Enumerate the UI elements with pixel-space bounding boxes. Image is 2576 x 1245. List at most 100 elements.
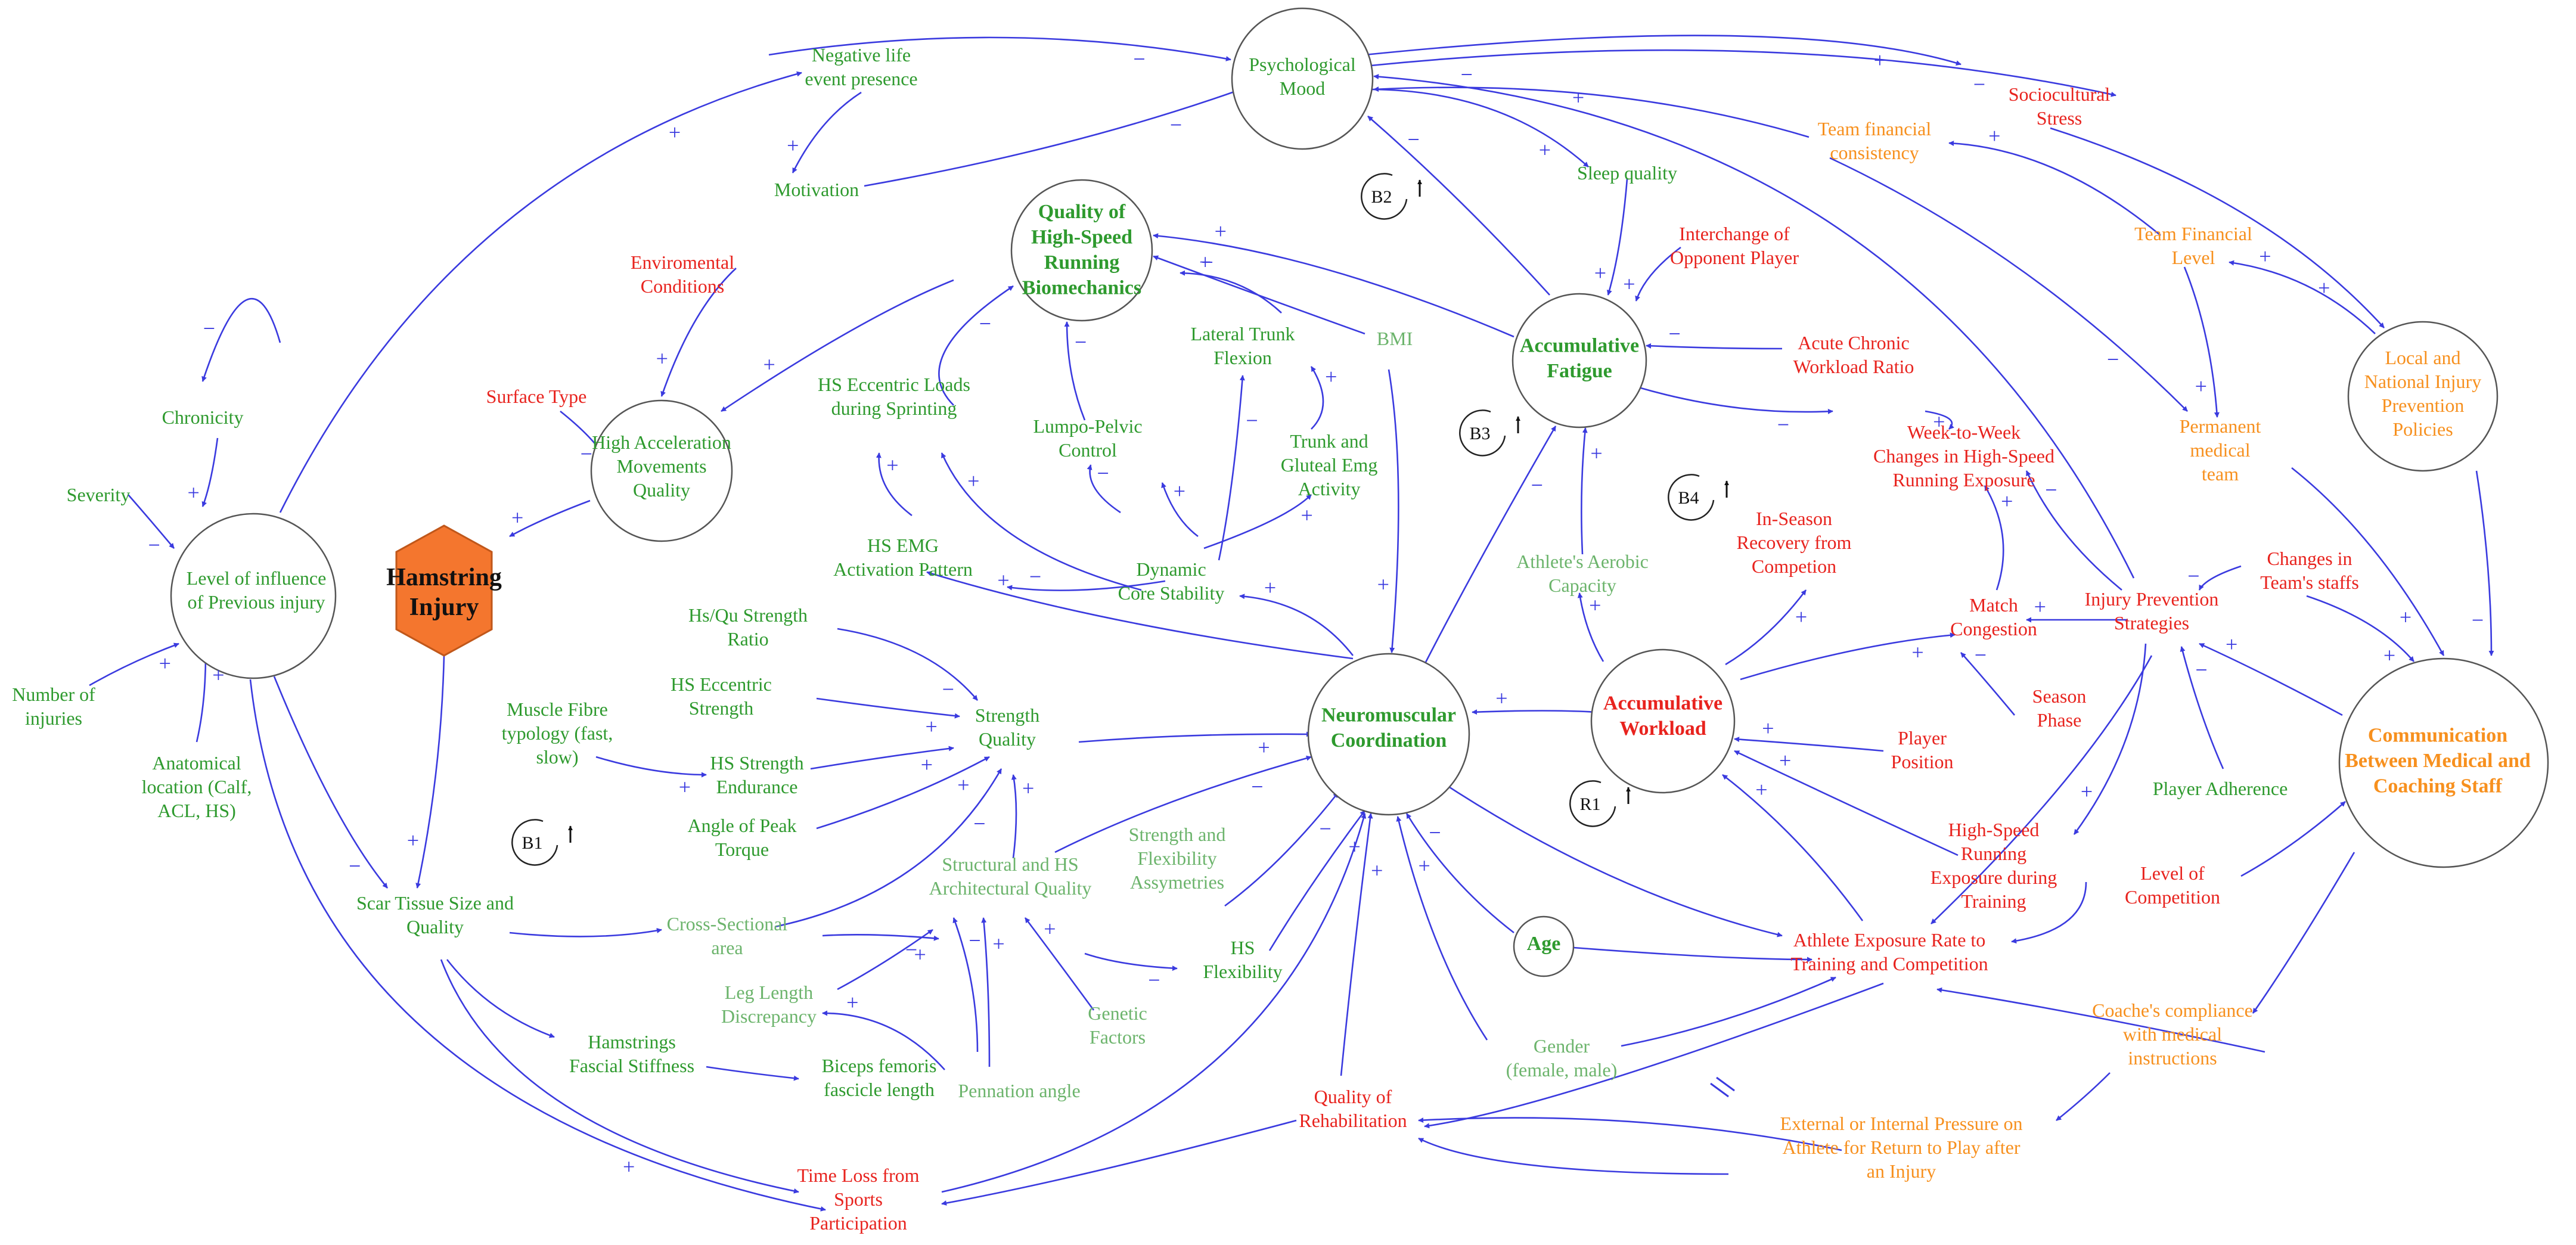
polarity-sign: −	[1133, 47, 1145, 71]
causal-link	[1581, 427, 1588, 555]
loop-b3-arc	[1459, 409, 1506, 457]
causal-link	[952, 917, 979, 1052]
coach-label: with medical	[2123, 1023, 2222, 1045]
socio-label: Stress	[2037, 107, 2082, 129]
polarity-sign: +	[921, 753, 933, 777]
psych-label: Mood	[1280, 77, 1325, 99]
polarity-sign: +	[2195, 374, 2207, 398]
quality-label: High-Speed	[1031, 226, 1132, 249]
levelcomp-label: Competition	[2125, 886, 2220, 908]
polarity-sign: +	[679, 775, 691, 799]
polarity-sign: +	[1594, 261, 1606, 285]
hsemg-label: Activation Pattern	[833, 558, 973, 580]
causal-link	[768, 36, 1231, 61]
workload-node-circle	[1590, 648, 1736, 794]
polarity-sign: +	[188, 480, 200, 504]
polarity-sign: +	[1762, 716, 1774, 740]
loop-b4-label: B4	[1678, 488, 1699, 508]
numinj-label: injuries	[25, 707, 82, 729]
structural-label: Structural and HS	[942, 853, 1078, 875]
causal-link	[1011, 774, 1017, 859]
level-label: Level of influence	[187, 567, 327, 589]
interchange-label: Interchange of	[1679, 223, 1790, 244]
causal-link	[1310, 366, 1324, 430]
polarity-sign: +	[159, 651, 171, 675]
polarity-sign: +	[1495, 686, 1507, 710]
causal-link	[440, 959, 799, 1194]
polarity-sign: +	[2259, 244, 2271, 268]
local-label: Prevention	[2382, 395, 2465, 416]
polarity-sign: +	[1258, 735, 1270, 759]
causal-link	[279, 71, 802, 513]
causal-link	[1948, 140, 2161, 237]
dynamic-label: Dynamic	[1136, 558, 1206, 580]
fatigue-label: Fatigue	[1547, 360, 1612, 382]
anat-label: ACL, HS)	[157, 800, 236, 821]
polarity-sign: −	[2195, 658, 2207, 682]
loop-b2-label: B2	[1371, 187, 1392, 207]
surface-label: Surface Type	[486, 386, 587, 407]
local-label: Local and	[2385, 347, 2460, 368]
highacc-node-circle	[590, 399, 733, 542]
causal-link	[822, 1010, 945, 1070]
coach-label: Coache's compliance	[2092, 999, 2253, 1021]
angle-label: Torque	[715, 839, 769, 860]
hsend-label: HS Strength	[710, 752, 803, 774]
fascial-label: Fascial Stiffness	[569, 1055, 694, 1076]
polarity-sign: +	[1539, 138, 1551, 162]
polarity-sign: +	[1779, 749, 1791, 772]
hsflex-label: Flexibility	[1203, 961, 1282, 982]
causal-link	[2183, 266, 2220, 418]
polarity-sign: +	[2383, 644, 2395, 667]
polarity-sign: +	[1215, 219, 1227, 243]
polarity-sign: +	[764, 352, 775, 376]
causal-link	[2056, 1072, 2111, 1122]
hsqu-label: Ratio	[727, 628, 768, 650]
dynamic-label: Core Stability	[1118, 582, 1225, 604]
chronicity-label: Chronicity	[162, 406, 244, 428]
causal-link	[810, 746, 954, 770]
causal-link	[1984, 485, 2004, 591]
highacc-label: Movements	[616, 455, 706, 477]
link-polarities: +−+−++−−++−+++−++−+−+−+−++−++−+−++−+−++−…	[148, 47, 2484, 1178]
causal-link	[1577, 592, 1604, 662]
polarity-sign: +	[914, 942, 926, 966]
polarity-sign: +	[2226, 632, 2237, 656]
biceps-label: Biceps femoris	[822, 1055, 937, 1076]
polarity-sign: −	[1975, 643, 1987, 667]
causal-link	[1472, 709, 1598, 715]
fascial-label: Hamstrings	[588, 1031, 676, 1052]
socio-label: Sociocultural	[2009, 83, 2111, 105]
polarity-sign: +	[1301, 503, 1312, 527]
causal-link	[1405, 813, 1514, 934]
polarity-sign: −	[2045, 478, 2057, 502]
workload-label: Workload	[1619, 718, 1706, 740]
levelcomp-label: Level of	[2140, 862, 2205, 884]
loop-b4-arc	[1668, 474, 1715, 521]
causal-link	[2050, 127, 2385, 328]
polarity-sign: −	[1251, 775, 1263, 799]
quality-label: Quality of	[1038, 201, 1126, 223]
causal-link	[249, 679, 826, 1212]
polarity-sign: +	[846, 991, 858, 1014]
inseason-label: Competion	[1752, 555, 1836, 577]
delay-mark	[1716, 1076, 1735, 1092]
causal-link	[660, 268, 737, 397]
weekly-label: Week-to-Week	[1907, 421, 2021, 443]
polarity-sign: +	[1795, 605, 1807, 629]
injprev-label: Injury Prevention	[2085, 588, 2219, 610]
causal-link	[1936, 987, 2265, 1053]
coach-label: instructions	[2128, 1047, 2217, 1069]
injprev-label: Strategies	[2114, 612, 2189, 634]
psych-label: Psychological	[1249, 54, 1356, 75]
permanent-label: Permanent	[2180, 415, 2261, 437]
neuro-node-circle	[1307, 653, 1470, 816]
polarity-sign: −	[1429, 821, 1441, 845]
fatigue-label: Accumulative	[1520, 335, 1639, 357]
trunk-label: Gluteal Emg	[1281, 454, 1378, 476]
hsemg-label: HS EMG	[867, 535, 939, 556]
permanent-label: team	[2202, 463, 2239, 485]
match-label: Match	[1969, 594, 2018, 616]
causal-link	[1007, 580, 1166, 591]
